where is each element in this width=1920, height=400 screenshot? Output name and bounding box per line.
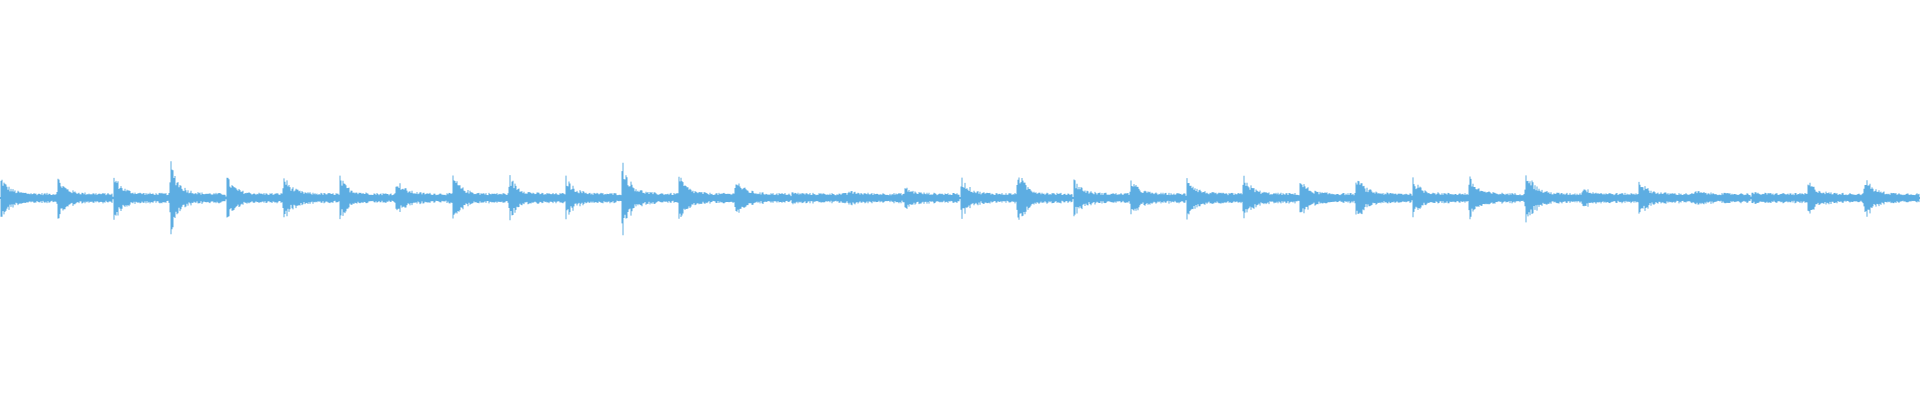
- waveform-graphic: [0, 161, 1920, 236]
